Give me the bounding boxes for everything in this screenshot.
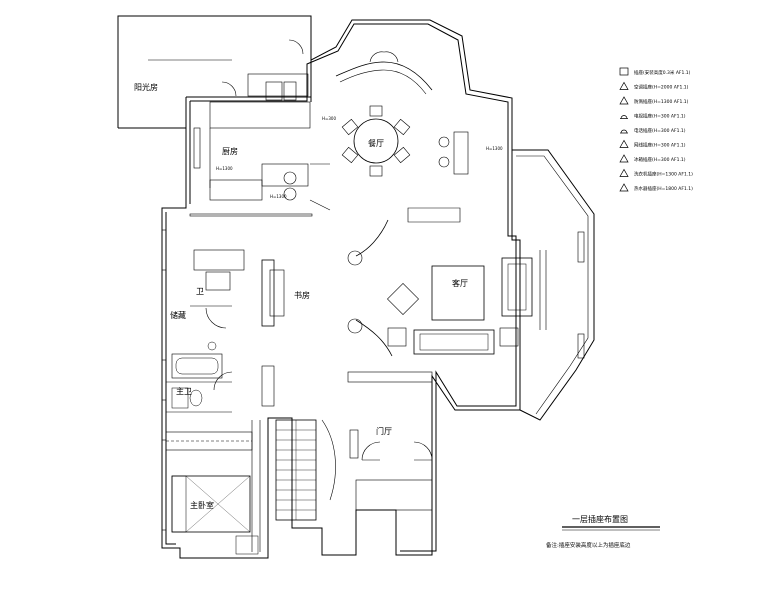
living-tag: H=1300 <box>486 146 503 151</box>
dining-tag: H=300 <box>322 116 336 121</box>
legend-item: 洗衣机插座(H=1300 AF1.1) <box>619 168 693 178</box>
storage-label: 储藏 <box>170 310 186 320</box>
outer-wall <box>161 19 521 559</box>
socket-symbol-icon <box>619 81 629 90</box>
drawing-note: 备注:插座安装高度以上为插座底边 <box>546 541 631 549</box>
legend-item: 网线插座(H=300 AF1.1) <box>619 139 686 149</box>
kitchen-label: 厨房 <box>222 146 238 156</box>
socket-symbol-icon <box>619 139 629 148</box>
socket-symbol-icon <box>619 154 629 163</box>
legend-label: 电视插座(H=300 AF1.1) <box>634 113 686 120</box>
master-bedroom-label: 主卧室 <box>190 500 214 510</box>
dining-label: 餐厅 <box>368 139 384 148</box>
legend-label: 洗衣机插座(H=1300 AF1.1) <box>634 171 693 178</box>
legend-item: 防溅插座(H=1300 AF1.1) <box>619 96 689 105</box>
legend-item: 空调插座(H=2000 AF1.1) <box>619 81 689 91</box>
living-bay <box>512 149 595 421</box>
dining-table <box>353 118 399 164</box>
legend-label: 防溅插座(H=1300 AF1.1) <box>634 98 689 105</box>
legend-item: 电视插座(H=300 AF1.1) <box>620 113 686 120</box>
socket-symbol-icon <box>619 67 629 76</box>
socket-symbol-icon <box>620 129 628 134</box>
sunroom-label: 阳光房 <box>134 82 158 92</box>
legend-item: 热水器插座(H=1800 AF1.1) <box>619 183 693 192</box>
legend-label: 插座(安装高度0.3米 AF1.1) <box>634 69 691 76</box>
bathroom-label: 主卫 <box>176 386 192 396</box>
living-label: 客厅 <box>452 278 468 288</box>
kitchen-tag-2: H=1300 <box>270 194 287 199</box>
legend: 插座(安装高度0.3米 AF1.1) 空调插座(H=2000 AF1.1) 防溅插座… <box>619 67 693 192</box>
drawing-title: 一层插座布置图 <box>572 514 628 524</box>
sunroom-outline <box>117 15 312 128</box>
hall-label: 门厅 <box>376 426 392 436</box>
legend-label: 冰箱插座(H=300 AF1.1) <box>634 156 686 163</box>
socket-symbol-icon <box>619 168 629 177</box>
legend-item: 电话插座(H=300 AF1.1) <box>620 127 686 134</box>
legend-label: 电话插座(H=300 AF1.1) <box>634 127 686 134</box>
legend-label: 空调插座(H=2000 AF1.1) <box>634 84 689 91</box>
socket-symbol-icon <box>620 115 628 119</box>
legend-label: 热水器插座(H=1800 AF1.1) <box>634 185 693 192</box>
study-label: 书房 <box>294 290 310 300</box>
legend-label: 网线插座(H=300 AF1.1) <box>634 142 686 149</box>
kitchen-tag-1: H=1300 <box>216 166 233 171</box>
socket-symbol-icon <box>619 96 629 105</box>
misc-room-label: 卫 <box>196 287 204 296</box>
legend-item: 插座(安装高度0.3米 AF1.1) <box>619 67 691 76</box>
socket-symbol-icon <box>619 183 629 192</box>
legend-item: 冰箱插座(H=300 AF1.1) <box>619 154 686 163</box>
